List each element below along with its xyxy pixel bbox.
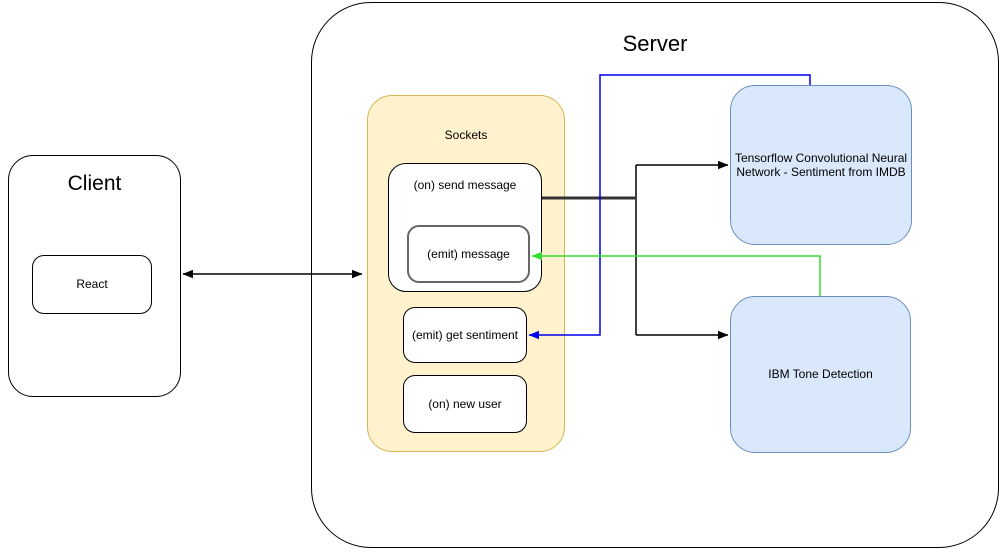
node-ibm-tone-detection: IBM Tone Detection xyxy=(730,296,911,453)
emit-get-sentiment-label: (emit) get sentiment xyxy=(411,327,519,342)
node-emit-get-sentiment: (emit) get sentiment xyxy=(403,307,527,363)
node-on-new-user: (on) new user xyxy=(403,375,527,433)
tensorflow-cnn-label: Tensorflow Convolutional Neural Network … xyxy=(734,150,908,180)
client-title: Client xyxy=(67,172,122,195)
on-send-message-label: (on) send message xyxy=(413,178,517,192)
node-tensorflow-cnn: Tensorflow Convolutional Neural Network … xyxy=(730,85,912,245)
server-title: Server xyxy=(622,31,688,56)
react-node: React xyxy=(32,255,152,314)
sockets-title: Sockets xyxy=(444,128,488,142)
on-new-user-label: (on) new user xyxy=(428,396,502,411)
react-label: React xyxy=(76,277,108,292)
ibm-tone-detection-label: IBM Tone Detection xyxy=(768,367,873,382)
emit-message-label: (emit) message xyxy=(427,246,510,261)
node-emit-message: (emit) message xyxy=(407,225,530,283)
